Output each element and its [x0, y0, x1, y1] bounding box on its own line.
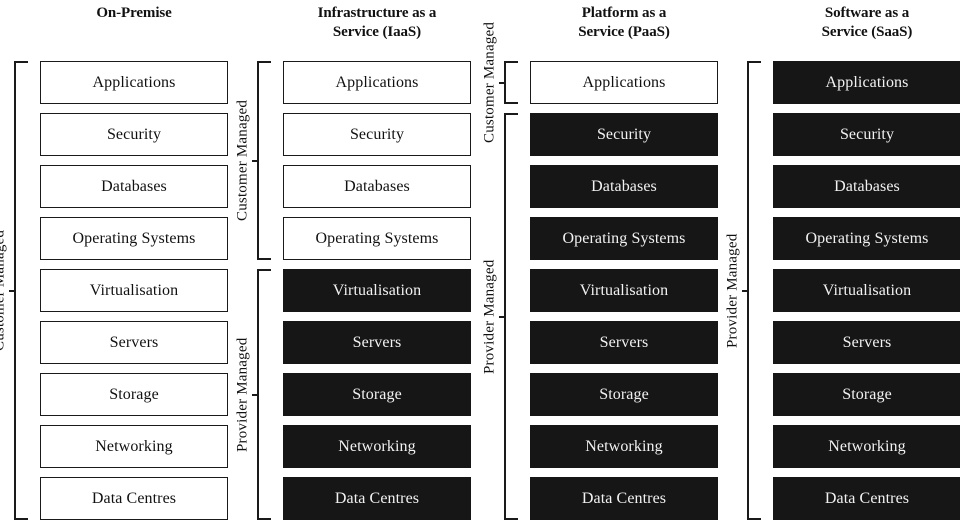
bracket-paas-provider-managed [504, 113, 518, 520]
layer-box-on-premise-data-centres[interactable]: Data Centres [40, 477, 228, 520]
column-title-line: Software as a [824, 5, 910, 21]
layer-box-label: Servers [352, 333, 402, 351]
layer-box-iaas-servers[interactable]: Servers [283, 321, 471, 364]
layer-box-label: Applications [582, 73, 666, 91]
layer-box-label: Applications [92, 73, 176, 91]
layer-box-label: Servers [842, 333, 892, 351]
layer-box-label: Storage [842, 385, 892, 403]
layer-box-label: Networking [95, 437, 173, 455]
layer-box-iaas-security[interactable]: Security [283, 113, 471, 156]
layer-box-label: Operating Systems [562, 229, 686, 247]
bracket-label-iaas-provider-managed: Provider Managed [234, 337, 251, 452]
layer-box-saas-databases[interactable]: Databases [773, 165, 960, 208]
layer-box-label: Applications [335, 73, 419, 91]
layer-box-paas-operating-systems[interactable]: Operating Systems [530, 217, 718, 260]
bracket-saas-provider-managed [747, 61, 761, 520]
bracket-label-iaas-customer-managed: Customer Managed [234, 99, 251, 222]
layer-box-iaas-networking[interactable]: Networking [283, 425, 471, 468]
bracket-label-paas-customer-managed: Customer Managed [481, 21, 498, 144]
layer-box-label: Servers [109, 333, 159, 351]
layer-box-label: Networking [338, 437, 416, 455]
bracket-paas-customer-managed [504, 61, 518, 104]
bracket-iaas-provider-managed [257, 269, 271, 520]
layer-box-label: Databases [834, 177, 900, 195]
column-title-line: Service (SaaS) [821, 24, 913, 40]
layer-box-iaas-data-centres[interactable]: Data Centres [283, 477, 471, 520]
layer-box-on-premise-databases[interactable]: Databases [40, 165, 228, 208]
layer-box-saas-data-centres[interactable]: Data Centres [773, 477, 960, 520]
layer-box-label: Servers [599, 333, 649, 351]
layer-box-label: Virtualisation [89, 281, 179, 299]
column-title-line: Service (IaaS) [332, 24, 422, 40]
layer-box-saas-operating-systems[interactable]: Operating Systems [773, 217, 960, 260]
layer-box-on-premise-operating-systems[interactable]: Operating Systems [40, 217, 228, 260]
layer-box-label: Data Centres [334, 489, 420, 507]
layer-box-label: Networking [828, 437, 906, 455]
column-title-line: Infrastructure as a [317, 5, 437, 21]
layer-box-paas-servers[interactable]: Servers [530, 321, 718, 364]
layer-box-label: Virtualisation [822, 281, 912, 299]
bracket-label-saas-provider-managed: Provider Managed [724, 233, 741, 348]
layer-box-paas-storage[interactable]: Storage [530, 373, 718, 416]
column-title-saas: Software as a Service (SaaS) [747, 4, 960, 42]
column-title-paas: Platform as a Service (PaaS) [504, 4, 744, 42]
layer-box-label: Data Centres [824, 489, 910, 507]
layer-box-iaas-storage[interactable]: Storage [283, 373, 471, 416]
layer-box-label: Security [839, 125, 895, 143]
column-title-iaas: Infrastructure as a Service (IaaS) [257, 4, 497, 42]
layer-box-label: Virtualisation [332, 281, 422, 299]
layer-box-iaas-applications[interactable]: Applications [283, 61, 471, 104]
layer-box-iaas-virtualisation[interactable]: Virtualisation [283, 269, 471, 312]
layer-box-saas-servers[interactable]: Servers [773, 321, 960, 364]
layer-box-on-premise-storage[interactable]: Storage [40, 373, 228, 416]
bracket-label-paas-provider-managed: Provider Managed [481, 259, 498, 374]
layer-box-saas-storage[interactable]: Storage [773, 373, 960, 416]
layer-box-label: Data Centres [581, 489, 667, 507]
layer-box-on-premise-virtualisation[interactable]: Virtualisation [40, 269, 228, 312]
column-title-line: Service (PaaS) [578, 24, 670, 40]
layer-box-label: Operating Systems [315, 229, 439, 247]
bracket-on-premise-customer-managed [14, 61, 28, 520]
layer-box-saas-applications[interactable]: Applications [773, 61, 960, 104]
bracket-iaas-customer-managed [257, 61, 271, 260]
layer-box-label: Storage [109, 385, 159, 403]
layer-box-label: Databases [591, 177, 657, 195]
bracket-label-on-premise-customer-managed: Customer Managed [0, 229, 8, 352]
layer-box-paas-virtualisation[interactable]: Virtualisation [530, 269, 718, 312]
layer-box-label: Security [349, 125, 405, 143]
layer-box-on-premise-servers[interactable]: Servers [40, 321, 228, 364]
layer-box-saas-networking[interactable]: Networking [773, 425, 960, 468]
layer-box-label: Operating Systems [72, 229, 196, 247]
layer-box-iaas-databases[interactable]: Databases [283, 165, 471, 208]
layer-box-label: Databases [344, 177, 410, 195]
layer-box-label: Security [596, 125, 652, 143]
layer-box-on-premise-networking[interactable]: Networking [40, 425, 228, 468]
column-title-on-premise: On-Premise [14, 4, 254, 23]
layer-box-label: Virtualisation [579, 281, 669, 299]
column-title-line: On-Premise [96, 5, 172, 21]
layer-box-on-premise-applications[interactable]: Applications [40, 61, 228, 104]
layer-box-label: Databases [101, 177, 167, 195]
layer-box-label: Storage [352, 385, 402, 403]
layer-box-iaas-operating-systems[interactable]: Operating Systems [283, 217, 471, 260]
layer-box-paas-security[interactable]: Security [530, 113, 718, 156]
layer-box-saas-virtualisation[interactable]: Virtualisation [773, 269, 960, 312]
layer-box-label: Networking [585, 437, 663, 455]
layer-box-label: Operating Systems [805, 229, 929, 247]
layer-box-on-premise-security[interactable]: Security [40, 113, 228, 156]
layer-box-label: Applications [825, 73, 909, 91]
layer-box-label: Security [106, 125, 162, 143]
layer-box-label: Data Centres [91, 489, 177, 507]
layer-box-saas-security[interactable]: Security [773, 113, 960, 156]
layer-box-paas-networking[interactable]: Networking [530, 425, 718, 468]
column-title-line: Platform as a [581, 5, 667, 21]
layer-box-label: Storage [599, 385, 649, 403]
layer-box-paas-databases[interactable]: Databases [530, 165, 718, 208]
layer-box-paas-data-centres[interactable]: Data Centres [530, 477, 718, 520]
layer-box-paas-applications[interactable]: Applications [530, 61, 718, 104]
